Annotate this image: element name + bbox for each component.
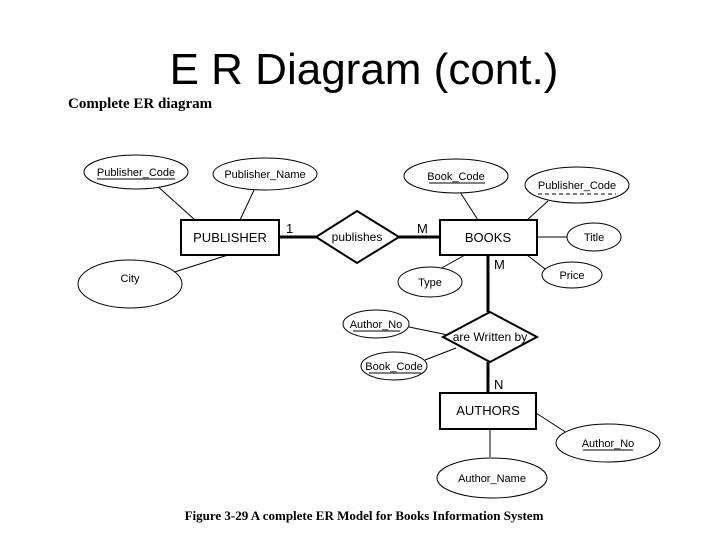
entity-books: BOOKS <box>439 219 538 256</box>
attr-title-label: Title <box>584 232 604 244</box>
relationship-publishes: publishes <box>314 209 401 265</box>
connector-rel-author-no <box>408 326 449 336</box>
attr-author-name-label: Author_Name <box>458 473 526 485</box>
connector-type <box>437 254 466 271</box>
connector-book-code <box>459 191 479 221</box>
relationship-written-by-label: are Written by <box>453 330 527 344</box>
cardinality-authors: N <box>494 377 503 392</box>
connector-publisher-code <box>154 183 196 221</box>
attr-author-no-label: Author_No <box>582 438 635 450</box>
connectors <box>154 183 568 457</box>
attr-rel-author-no: Author_No <box>342 309 410 339</box>
attr-type: Type <box>397 266 463 298</box>
cardinality-publisher: 1 <box>286 221 293 236</box>
attr-type-label: Type <box>418 277 442 289</box>
connector-books-publisher-code <box>526 200 549 221</box>
diagram-subtitle: Complete ER diagram <box>68 96 213 112</box>
participation-lines <box>279 235 490 393</box>
figure-caption: Figure 3-29 A complete ER Model for Book… <box>184 508 544 523</box>
relationship-written-by: are Written by <box>440 310 540 364</box>
attr-publisher-code: Publisher_Code <box>83 154 189 190</box>
attr-price: Price <box>541 261 603 289</box>
relationship-publishes-label: publishes <box>332 230 383 244</box>
attr-title: Title <box>566 222 622 252</box>
attr-rel-book-code: Book_Code <box>360 351 428 381</box>
attr-book-code: Book_Code <box>403 158 509 194</box>
attr-author-name: Author_Name <box>436 457 548 499</box>
attr-rel-book-code-label: Book_Code <box>365 361 423 373</box>
attr-rel-author-no-label: Author_No <box>350 319 403 331</box>
attr-price-label: Price <box>559 270 584 282</box>
attr-city-label: City <box>121 273 140 285</box>
entity-publisher-label: PUBLISHER <box>193 230 267 245</box>
connector-author-no <box>535 412 568 434</box>
slide-title: E R Diagram (cont.) <box>169 45 559 94</box>
attr-books-publisher-code: Publisher_Code <box>524 166 630 204</box>
attr-city: City <box>77 259 183 309</box>
entity-publisher: PUBLISHER <box>180 219 280 256</box>
attr-publisher-code-label: Publisher_Code <box>97 167 175 179</box>
attr-publisher-name-label: Publisher_Name <box>224 169 305 181</box>
attr-publisher-name: Publisher_Name <box>212 157 318 191</box>
connector-publisher-name <box>239 187 256 221</box>
entity-books-label: BOOKS <box>465 230 512 245</box>
attr-books-publisher-code-label: Publisher_Code <box>538 180 616 192</box>
cardinality-books-written: M <box>494 257 505 272</box>
attr-author-no: Author_No <box>555 423 661 463</box>
entity-authors-label: AUTHORS <box>456 403 520 418</box>
attr-book-code-label: Book_Code <box>427 171 485 183</box>
cardinality-books-publishes: M <box>417 221 428 236</box>
entity-authors: AUTHORS <box>439 392 537 430</box>
connector-rel-book-code <box>424 347 457 361</box>
